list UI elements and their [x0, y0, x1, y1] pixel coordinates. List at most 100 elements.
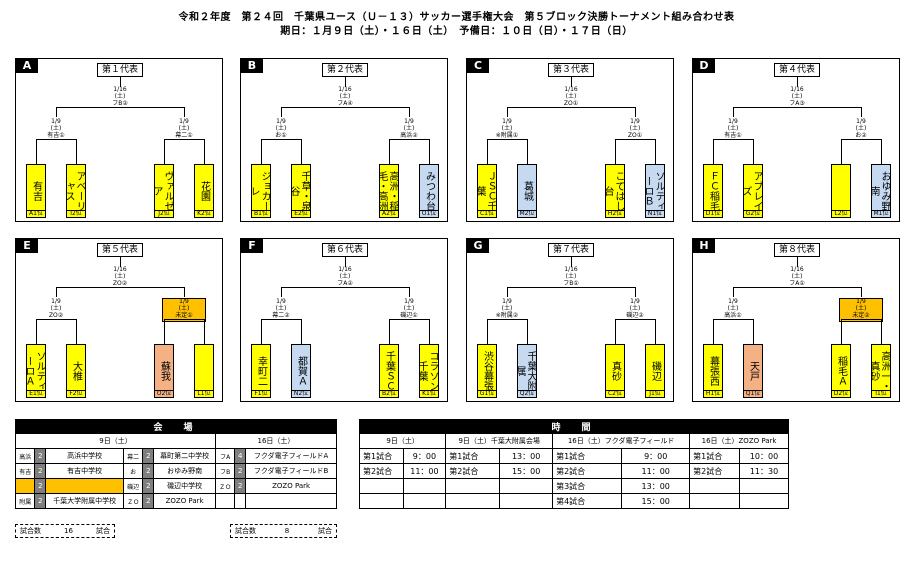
bracket-line — [841, 139, 842, 164]
venue-cell: 磯辺中学校 — [153, 478, 216, 494]
semi-match-info: 1/9(土)お② — [846, 118, 876, 139]
team-box: コラソン千葉 — [419, 344, 439, 396]
team-box: 渋谷幕張 — [477, 344, 497, 396]
bracket-line — [841, 319, 881, 320]
match-text: ZO① — [563, 100, 579, 107]
time-cell — [359, 478, 404, 494]
match-text: 1/16 — [338, 86, 352, 93]
count-label: 試合数 — [235, 527, 256, 535]
bracket-line — [713, 319, 753, 320]
bracket-line — [204, 319, 205, 344]
time-cell: 第1試合 — [445, 448, 501, 464]
panel-letter: E — [16, 239, 38, 253]
time-cell: 10：00 — [739, 448, 789, 464]
bracket-line — [261, 139, 301, 140]
time-cell — [445, 478, 501, 494]
match-text: 1/9 — [502, 118, 512, 125]
team-box: 蘇我 — [154, 344, 174, 396]
panel-letter: F — [241, 239, 263, 253]
time-cell: 11：00 — [402, 463, 447, 479]
bracket-line — [487, 139, 488, 164]
team-seed-label: M1位 — [871, 210, 891, 218]
team-box: ソルティーロＢ — [645, 164, 665, 216]
team-seed-label: J1位 — [645, 390, 665, 398]
semi-match-info: 1/9(土)※附属② — [492, 298, 522, 319]
match-text: 1/9 — [728, 118, 738, 125]
match-text: お① — [275, 132, 287, 139]
venue-cell: 千葉大学附属中学校 — [45, 493, 124, 509]
team-seed-label: G1位 — [477, 390, 497, 398]
venue-day1: 9日（土） — [15, 433, 216, 449]
bracket-line — [487, 139, 527, 140]
match-text: 1/9 — [179, 118, 189, 125]
team-seed-label: C2位 — [605, 390, 625, 398]
representative-label: 第６代表 — [322, 243, 368, 257]
team-name: ＪＳＣ千葉 — [477, 171, 496, 211]
venue-cell: 附属 — [14, 493, 36, 509]
team-box: 千葉大附属 — [517, 344, 537, 396]
match-text: 幕二② — [272, 312, 290, 319]
team-name: ジョカーレ — [251, 171, 270, 211]
venue-cell: フA — [214, 448, 236, 464]
semi-match-info: 1/9(土)ZO① — [620, 118, 650, 139]
time-col-header: 16日（土）ZOZO Park — [689, 433, 789, 449]
bracket-line — [204, 139, 205, 164]
bracket-line — [881, 139, 882, 164]
bracket-line — [36, 139, 37, 164]
final-match-info: 1/16(土)ZO① — [556, 86, 586, 107]
team-box: 有吉 — [26, 164, 46, 216]
venue-cell — [234, 493, 247, 509]
match-text: フA③ — [789, 100, 805, 107]
team-name: 都賀Ａ — [295, 356, 307, 386]
match-text: (土) — [565, 273, 577, 280]
bracket-line — [733, 287, 861, 288]
venue-cell: 2 — [234, 463, 247, 479]
team-box: アブレイズ — [743, 164, 763, 216]
time-cell: 9：00 — [621, 448, 691, 464]
venue-day2: 16日（土） — [214, 433, 338, 449]
time-cell: 9：00 — [402, 448, 447, 464]
team-seed-label: E2位 — [291, 210, 311, 218]
time-cell: 第2試合 — [552, 463, 623, 479]
team-box: ＦＣ稲毛 — [703, 164, 723, 216]
match-text: (土) — [339, 93, 351, 100]
team-name: アベーリャス — [66, 171, 85, 211]
match-text: ※附属② — [495, 312, 519, 319]
venue-cell: ＺＯ — [122, 493, 144, 509]
time-cell: 第1試合 — [689, 448, 741, 464]
bracket-line — [429, 139, 430, 164]
bracket-line — [345, 257, 346, 267]
bracket-line — [409, 287, 410, 297]
final-match-info: 1/16(土)フA① — [782, 266, 812, 287]
team-seed-label: B2位 — [379, 390, 399, 398]
bracket-line — [56, 287, 184, 288]
match-text: (土) — [275, 125, 287, 132]
count-unit: 試合 — [95, 527, 110, 535]
time-cell — [739, 493, 789, 509]
team-name: みつわ台 — [423, 171, 435, 211]
match-text: (土) — [339, 273, 351, 280]
bracket-line — [184, 287, 185, 297]
team-seed-label: H2位 — [605, 210, 625, 218]
time-cell: 13：00 — [621, 478, 691, 494]
count-label: 試合数 — [20, 527, 41, 535]
team-box: ＪＳＣ千葉 — [477, 164, 497, 216]
venue-cell: 高浜 — [14, 448, 36, 464]
bracket-line — [164, 139, 204, 140]
team-name: 大椎 — [70, 361, 82, 381]
venue-cell: 2 — [34, 493, 47, 509]
match-text: (土) — [275, 305, 287, 312]
team-name: 千葉大附属 — [517, 351, 536, 391]
team-box: みつわ台 — [419, 164, 439, 216]
match-text: (土) — [178, 125, 190, 132]
team-seed-label: D1位 — [703, 210, 723, 218]
match-text: 幕二① — [175, 132, 193, 139]
semi-match-info: 1/9(土)未定② — [846, 298, 876, 319]
time-cell: 第3試合 — [552, 478, 623, 494]
match-text: (土) — [791, 93, 803, 100]
time-cell — [445, 493, 501, 509]
match-text: (土) — [565, 93, 577, 100]
bracket-line — [571, 77, 572, 87]
